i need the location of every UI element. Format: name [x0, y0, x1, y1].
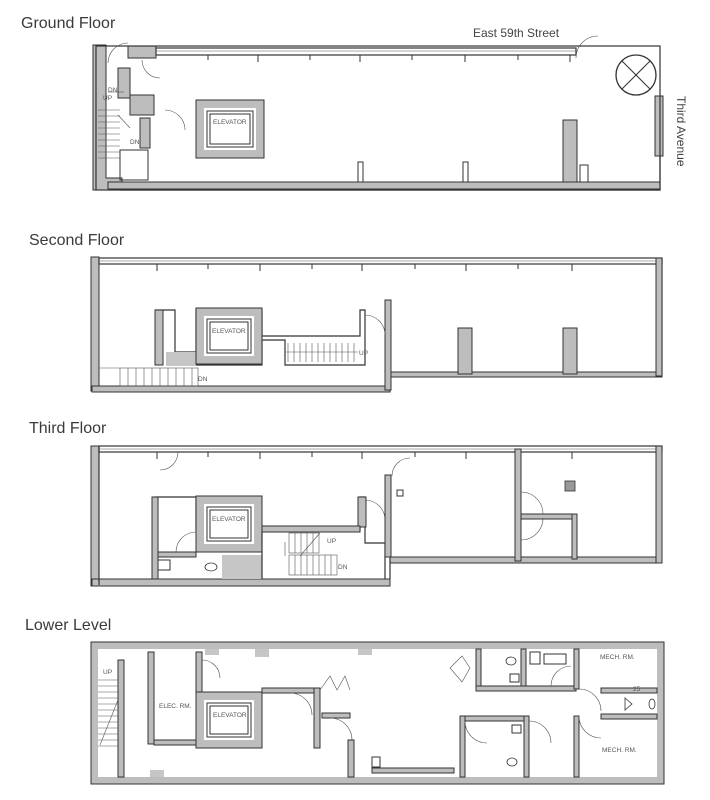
second-floor-plan: ELEVATOR UP DN — [90, 256, 663, 393]
elec-room-label: ELEC. RM. — [159, 703, 192, 710]
ground-dn-label: DN — [108, 87, 118, 94]
ground-elevator-label: ELEVATOR — [213, 119, 247, 126]
second-elevator-label: ELEVATOR — [212, 328, 246, 335]
lower-up-label: UP — [103, 669, 112, 676]
second-dn-label: DN — [198, 376, 208, 383]
ground-up-label: UP — [103, 95, 112, 102]
lower-number-label: 25 — [633, 686, 641, 693]
third-floor-plan: ELEVATOR UP DN — [90, 445, 663, 587]
third-dn-label: DN — [338, 564, 348, 571]
ground-floor-plan: DN UP DN ELEVATOR — [92, 35, 664, 191]
third-up-label: UP — [327, 538, 336, 545]
mech-room-2-label: MECH. RM. — [602, 747, 637, 754]
second-up-label: UP — [359, 350, 368, 357]
lower-elevator-label: ELEVATOR — [213, 712, 247, 719]
lower-level-title: Lower Level — [25, 617, 112, 634]
third-floor-title: Third Floor — [29, 420, 107, 437]
second-floor-title: Second Floor — [29, 232, 125, 249]
ground-dn2-label: DN — [130, 139, 140, 146]
ground-floor-title: Ground Floor — [21, 15, 116, 32]
east-59th-street-label: East 59th Street — [473, 26, 560, 40]
mech-room-1-label: MECH. RM. — [600, 654, 635, 661]
lower-level-plan: UP ELEC. RM. ELEVATOR — [90, 641, 665, 785]
third-elevator-label: ELEVATOR — [212, 516, 246, 523]
